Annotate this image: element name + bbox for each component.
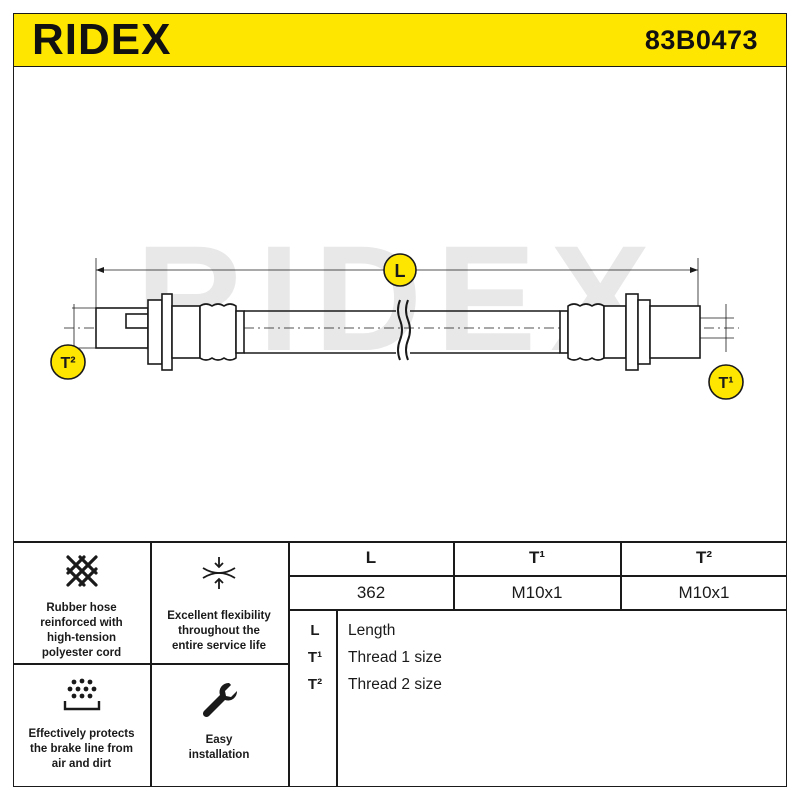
spec-value-length: 362	[356, 583, 386, 602]
wrench-icon	[202, 682, 238, 718]
feature-flexibility: Excellent flexibility throughout the ent…	[150, 555, 288, 654]
dirt-protection-icon	[63, 678, 100, 711]
woven-cord-icon	[65, 555, 98, 587]
spec-header-length: L	[365, 548, 377, 567]
brand-logo: RIDEX	[32, 15, 172, 64]
divider	[288, 541, 290, 787]
feature-reinforced-hose: Rubber hose reinforced with high-tension…	[13, 553, 150, 661]
technical-drawing: RIDEX	[14, 68, 786, 542]
spec-value-thread2: M10x1	[678, 583, 730, 602]
legend-key: T²	[307, 676, 323, 693]
feature-line: Easy	[205, 734, 233, 746]
thread-dimension-lines	[72, 304, 734, 352]
length-badge-label: L	[395, 261, 406, 281]
feature-line: air and dirt	[51, 758, 112, 770]
feature-line: the brake line from	[30, 743, 133, 755]
spec-header-thread2: T²	[695, 548, 713, 567]
feature-line: reinforced with	[40, 617, 123, 629]
feature-easy-installation: Easy installation	[150, 679, 288, 763]
divider	[13, 663, 288, 665]
break-symbol	[397, 299, 411, 361]
feature-line: Effectively protects	[28, 728, 135, 740]
thread1-badge: T¹	[708, 364, 744, 400]
feature-line: Excellent flexibility	[167, 610, 271, 622]
thread1-badge-label: T¹	[718, 375, 733, 392]
spec-value-thread1: M10x1	[511, 583, 563, 602]
legend-label: Length	[348, 622, 396, 639]
divider	[288, 575, 787, 577]
legend-key: L	[310, 622, 320, 639]
flexibility-icon	[202, 557, 236, 589]
feature-line: installation	[188, 749, 250, 761]
left-fitting	[95, 293, 245, 371]
spec-header-thread1: T¹	[528, 548, 546, 567]
hose-drawing-svg: RIDEX	[50, 214, 744, 400]
legend-label: Thread 2 size	[348, 676, 442, 693]
divider	[336, 609, 338, 787]
length-badge: L	[383, 253, 417, 287]
bottom-panel: Rubber hose reinforced with high-tension…	[13, 541, 787, 787]
feature-line: entire service life	[172, 640, 266, 652]
divider	[13, 541, 787, 543]
thread2-badge: T²	[50, 344, 86, 380]
legend-label: Thread 1 size	[348, 649, 442, 666]
legend-key: T¹	[307, 649, 323, 666]
feature-line: Rubber hose	[46, 602, 117, 614]
feature-line: high-tension	[47, 632, 116, 644]
feature-line: polyester cord	[41, 647, 122, 659]
hose-tube	[244, 310, 560, 354]
part-number: 83B0473	[644, 25, 758, 55]
divider	[288, 609, 787, 611]
feature-dirt-protection: Effectively protects the brake line from…	[13, 677, 150, 772]
header-bar: RIDEX 83B0473	[13, 13, 787, 67]
right-fitting	[559, 293, 701, 371]
thread2-badge-label: T²	[60, 355, 75, 372]
feature-line: throughout the	[178, 625, 260, 637]
